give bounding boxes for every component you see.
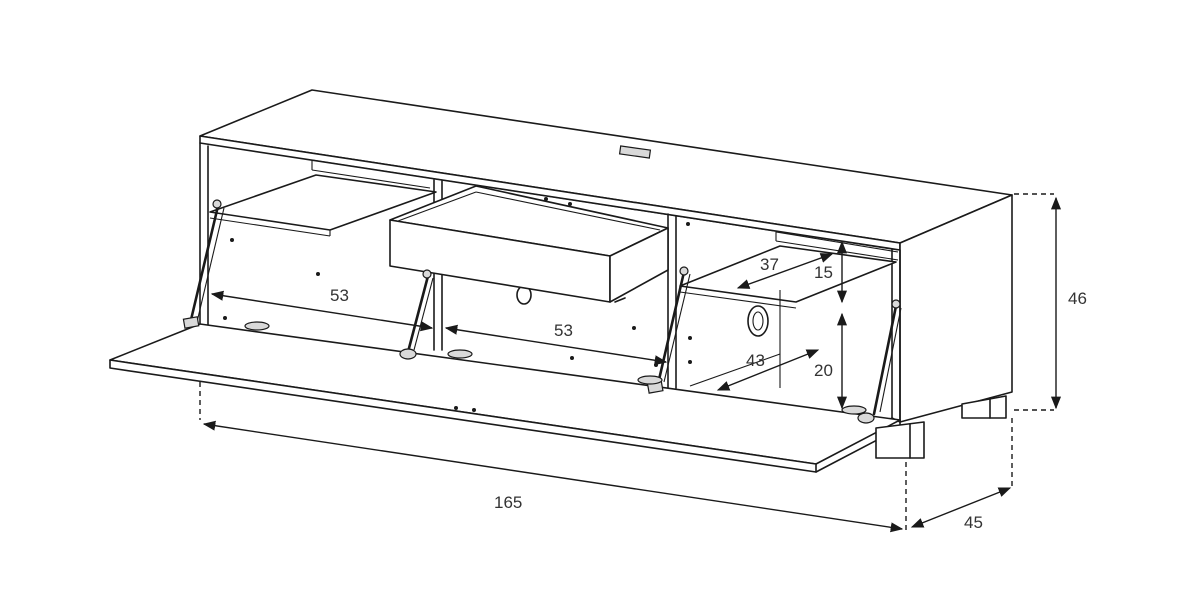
- label-left-compartment-width: 53: [330, 286, 349, 305]
- dimension-lines: [199, 193, 1062, 533]
- flap-top: [109, 323, 901, 465]
- label-lower-depth: 43: [746, 351, 765, 370]
- drawer: [389, 185, 669, 303]
- foot-front: [875, 421, 925, 459]
- dim-line-upper-depth: [736, 253, 834, 289]
- dim-line-lower-depth: [716, 349, 820, 391]
- gas-strut-center-right: [656, 270, 686, 386]
- drawer-side: [609, 227, 669, 303]
- gas-strut-right: [872, 304, 898, 416]
- cabinet-body: [199, 89, 1013, 423]
- hinge-pad: [637, 375, 663, 385]
- foot-back: [961, 395, 1007, 419]
- label-depth: 45: [964, 513, 983, 532]
- cable-outlet: [618, 145, 652, 159]
- dim-line-center-compartment: [444, 324, 668, 366]
- hinge-pad: [841, 405, 867, 415]
- label-width: 165: [494, 493, 522, 512]
- gas-strut-center-left: [406, 274, 430, 354]
- left-shelf: [209, 174, 437, 231]
- label-upper-depth: 37: [760, 255, 779, 274]
- dim-line-left-compartment: [210, 290, 434, 332]
- cable-port-right: [747, 305, 769, 337]
- label-center-compartment-width: 53: [554, 321, 573, 340]
- label-lower-height: 20: [814, 361, 833, 380]
- label-upper-height: 15: [814, 263, 833, 282]
- front-flap-open: [109, 323, 901, 473]
- dim-line-depth: [910, 487, 1012, 528]
- gas-strut-left: [188, 204, 220, 326]
- hinge-pad: [447, 349, 473, 359]
- dim-line-width: [202, 420, 904, 533]
- dimension-labels: 165 45 46 53 53 37 43 15 20: [330, 255, 1087, 532]
- hinge-pad: [244, 321, 270, 331]
- label-height: 46: [1068, 289, 1087, 308]
